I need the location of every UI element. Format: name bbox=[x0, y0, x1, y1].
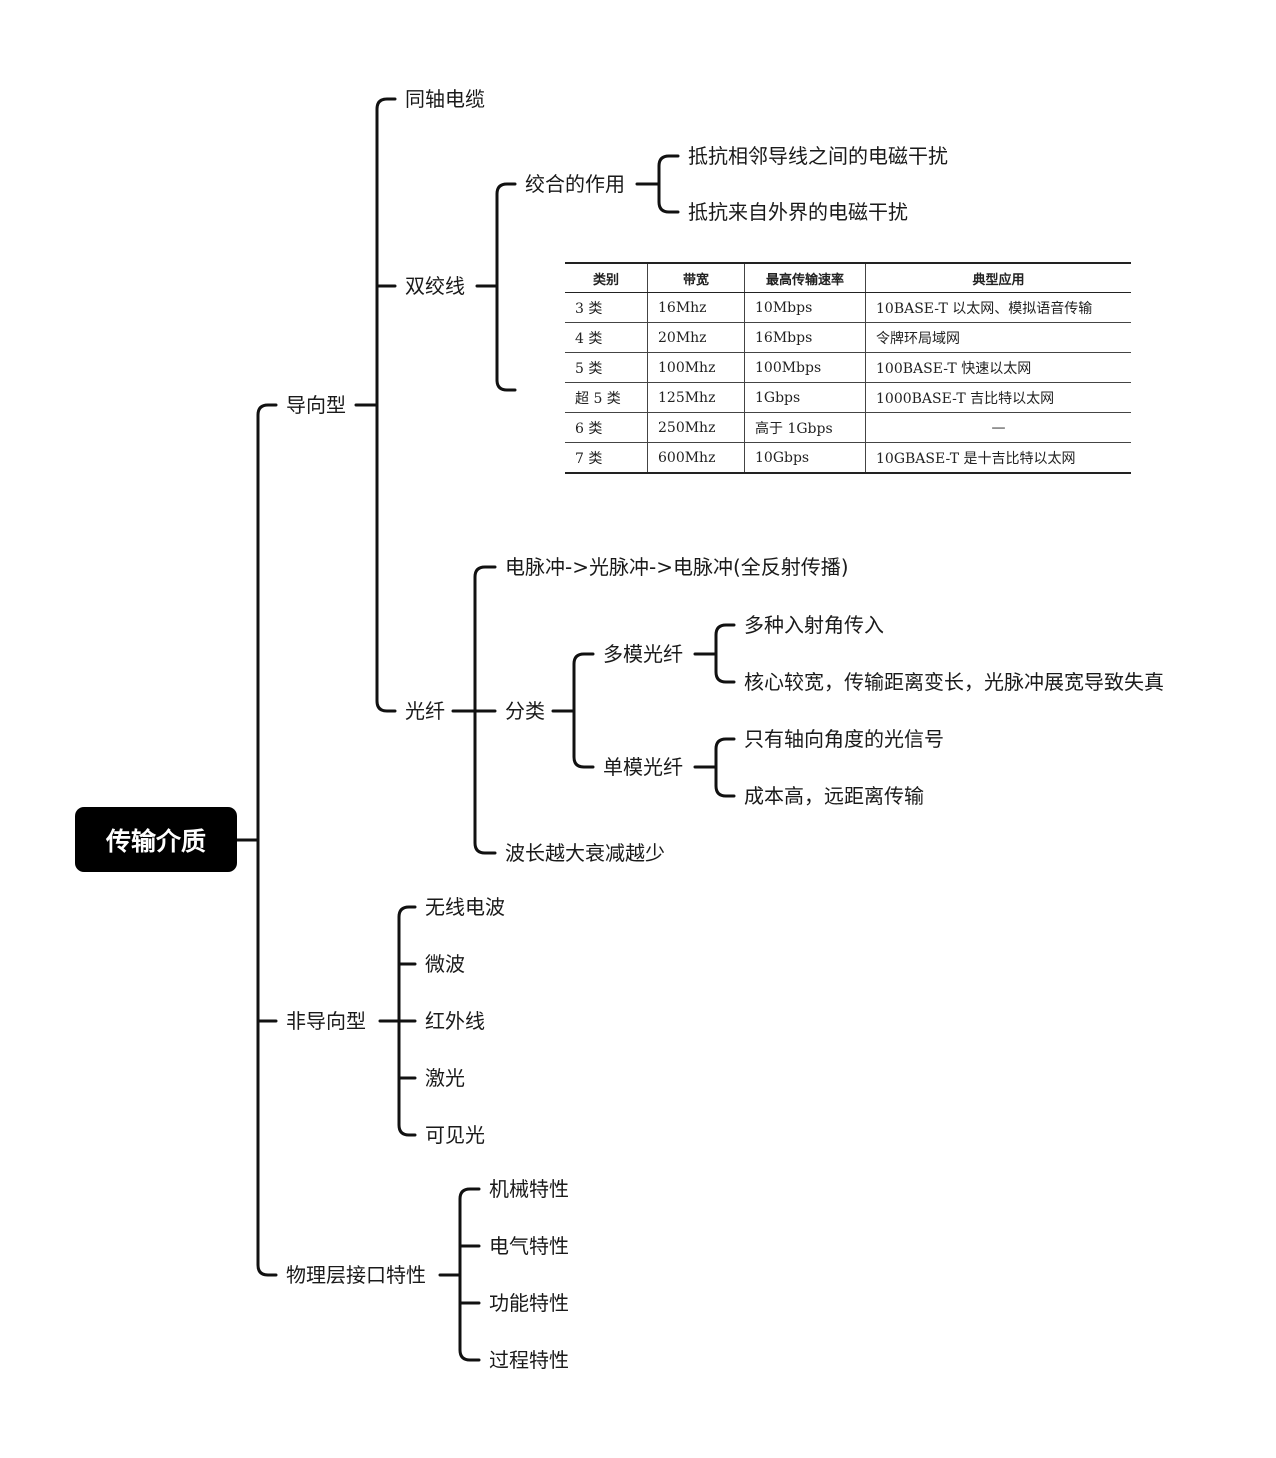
table-cell: 20Mhz bbox=[647, 322, 745, 353]
multimode-bracket bbox=[693, 623, 736, 684]
table-cell: 令牌环局域网 bbox=[865, 322, 1131, 353]
table-row: 4 类 20Mhz 16Mbps 令牌环局域网 bbox=[565, 322, 1131, 353]
node-unguided-item[interactable]: 红外线 bbox=[425, 1009, 485, 1033]
table-row: 6 类 250Mhz 高于 1Gbps — bbox=[565, 412, 1131, 443]
twisted-pair-bracket-path bbox=[475, 182, 517, 392]
table-cell: 10Mbps bbox=[744, 292, 866, 323]
node-interface-item[interactable]: 机械特性 bbox=[489, 1177, 569, 1201]
multimode-bracket-path bbox=[693, 623, 736, 684]
node-twist-item-2[interactable]: 抵抗来自外界的电磁干扰 bbox=[688, 200, 908, 224]
table-header: 最高传输速率 bbox=[744, 263, 866, 293]
table-header: 类别 bbox=[565, 263, 648, 293]
node-twisted-pair[interactable]: 双绞线 bbox=[405, 274, 465, 298]
table-cell: 16Mbps bbox=[744, 322, 866, 353]
table-cell: 1000BASE-T 吉比特以太网 bbox=[865, 382, 1131, 413]
node-fiber[interactable]: 光纤 bbox=[405, 699, 445, 723]
node-singlemode-item-2[interactable]: 成本高，远距离传输 bbox=[744, 784, 924, 808]
twisted-pair-bracket bbox=[475, 182, 517, 392]
twist-purpose-bracket bbox=[635, 154, 680, 214]
interface-bracket bbox=[438, 1187, 481, 1362]
node-fiber-attenuation[interactable]: 波长越大衰减越少 bbox=[505, 841, 665, 865]
node-unguided[interactable]: 非导向型 bbox=[286, 1009, 366, 1033]
fiber-bracket-path bbox=[451, 565, 497, 855]
guided-bracket bbox=[354, 97, 397, 713]
node-multimode-item-2[interactable]: 核心较宽，传输距离变长，光脉冲展宽导致失真 bbox=[744, 670, 1164, 694]
node-guided[interactable]: 导向型 bbox=[286, 393, 346, 417]
node-coax[interactable]: 同轴电缆 bbox=[405, 87, 485, 111]
node-multimode-item-1[interactable]: 多种入射角传入 bbox=[744, 613, 884, 637]
node-fiber-classification[interactable]: 分类 bbox=[505, 699, 545, 723]
table-row: 5 类 100Mhz 100Mbps 100BASE-T 快速以太网 bbox=[565, 352, 1131, 383]
table-cell: 1Gbps bbox=[744, 382, 866, 413]
root-node[interactable]: 传输介质 bbox=[75, 807, 237, 872]
fiber-bracket bbox=[451, 565, 497, 855]
table-cell: 100Mbps bbox=[744, 352, 866, 383]
table-header: 带宽 bbox=[647, 263, 745, 293]
singlemode-bracket-path bbox=[693, 737, 736, 798]
table-cell: 10GBASE-T 是十吉比特以太网 bbox=[865, 442, 1131, 473]
table-cell: 10BASE-T 以太网、模拟语音传输 bbox=[865, 292, 1131, 323]
table-header-row: 类别 带宽 最高传输速率 典型应用 bbox=[565, 263, 1131, 293]
root-bracket bbox=[235, 403, 278, 1277]
node-interface-item[interactable]: 电气特性 bbox=[489, 1234, 569, 1258]
table-row: 7 类 600Mhz 10Gbps 10GBASE-T 是十吉比特以太网 bbox=[565, 442, 1131, 473]
table-cell: 6 类 bbox=[565, 412, 648, 443]
table-cell: 超 5 类 bbox=[565, 382, 648, 413]
node-unguided-item[interactable]: 微波 bbox=[425, 952, 465, 976]
node-interface-item[interactable]: 功能特性 bbox=[489, 1291, 569, 1315]
classification-bracket bbox=[551, 652, 595, 769]
node-fiber-principle[interactable]: 电脉冲->光脉冲->电脉冲(全反射传播) bbox=[505, 555, 849, 579]
table-header: 典型应用 bbox=[865, 263, 1131, 293]
table-row: 3 类 16Mhz 10Mbps 10BASE-T 以太网、模拟语音传输 bbox=[565, 292, 1131, 323]
guided-bracket-path bbox=[354, 97, 397, 713]
node-twist-purpose[interactable]: 绞合的作用 bbox=[525, 172, 625, 196]
table-cell: — bbox=[865, 412, 1131, 443]
unguided-bracket-path bbox=[378, 905, 417, 1137]
table-cell: 125Mhz bbox=[647, 382, 745, 413]
table-cell: 7 类 bbox=[565, 442, 648, 473]
root-bracket-path bbox=[235, 403, 278, 1277]
node-unguided-item[interactable]: 无线电波 bbox=[425, 895, 505, 919]
singlemode-bracket bbox=[693, 737, 736, 798]
node-multimode[interactable]: 多模光纤 bbox=[603, 642, 683, 666]
table-cell: 高于 1Gbps bbox=[744, 412, 866, 443]
table-cell: 100Mhz bbox=[647, 352, 745, 383]
twisted-pair-table: 类别 带宽 最高传输速率 典型应用 3 类 16Mhz 10Mbps 10BAS… bbox=[565, 262, 1131, 474]
node-singlemode-item-1[interactable]: 只有轴向角度的光信号 bbox=[744, 727, 944, 751]
twist-purpose-bracket-path bbox=[635, 154, 680, 214]
table-cell: 600Mhz bbox=[647, 442, 745, 473]
node-unguided-item[interactable]: 激光 bbox=[425, 1066, 465, 1090]
table-cell: 100BASE-T 快速以太网 bbox=[865, 352, 1131, 383]
classification-bracket-path bbox=[551, 652, 595, 769]
table-cell: 4 类 bbox=[565, 322, 648, 353]
table-row: 超 5 类 125Mhz 1Gbps 1000BASE-T 吉比特以太网 bbox=[565, 382, 1131, 413]
table-cell: 250Mhz bbox=[647, 412, 745, 443]
node-interface-item[interactable]: 过程特性 bbox=[489, 1348, 569, 1372]
node-singlemode[interactable]: 单模光纤 bbox=[603, 755, 683, 779]
table-cell: 5 类 bbox=[565, 352, 648, 383]
unguided-bracket bbox=[378, 905, 417, 1137]
table-cell: 16Mhz bbox=[647, 292, 745, 323]
node-twist-item-1[interactable]: 抵抗相邻导线之间的电磁干扰 bbox=[688, 144, 948, 168]
table-cell: 10Gbps bbox=[744, 442, 866, 473]
node-unguided-item[interactable]: 可见光 bbox=[425, 1123, 485, 1147]
table-cell: 3 类 bbox=[565, 292, 648, 323]
interface-bracket-path bbox=[438, 1187, 481, 1362]
node-interface[interactable]: 物理层接口特性 bbox=[286, 1263, 426, 1287]
